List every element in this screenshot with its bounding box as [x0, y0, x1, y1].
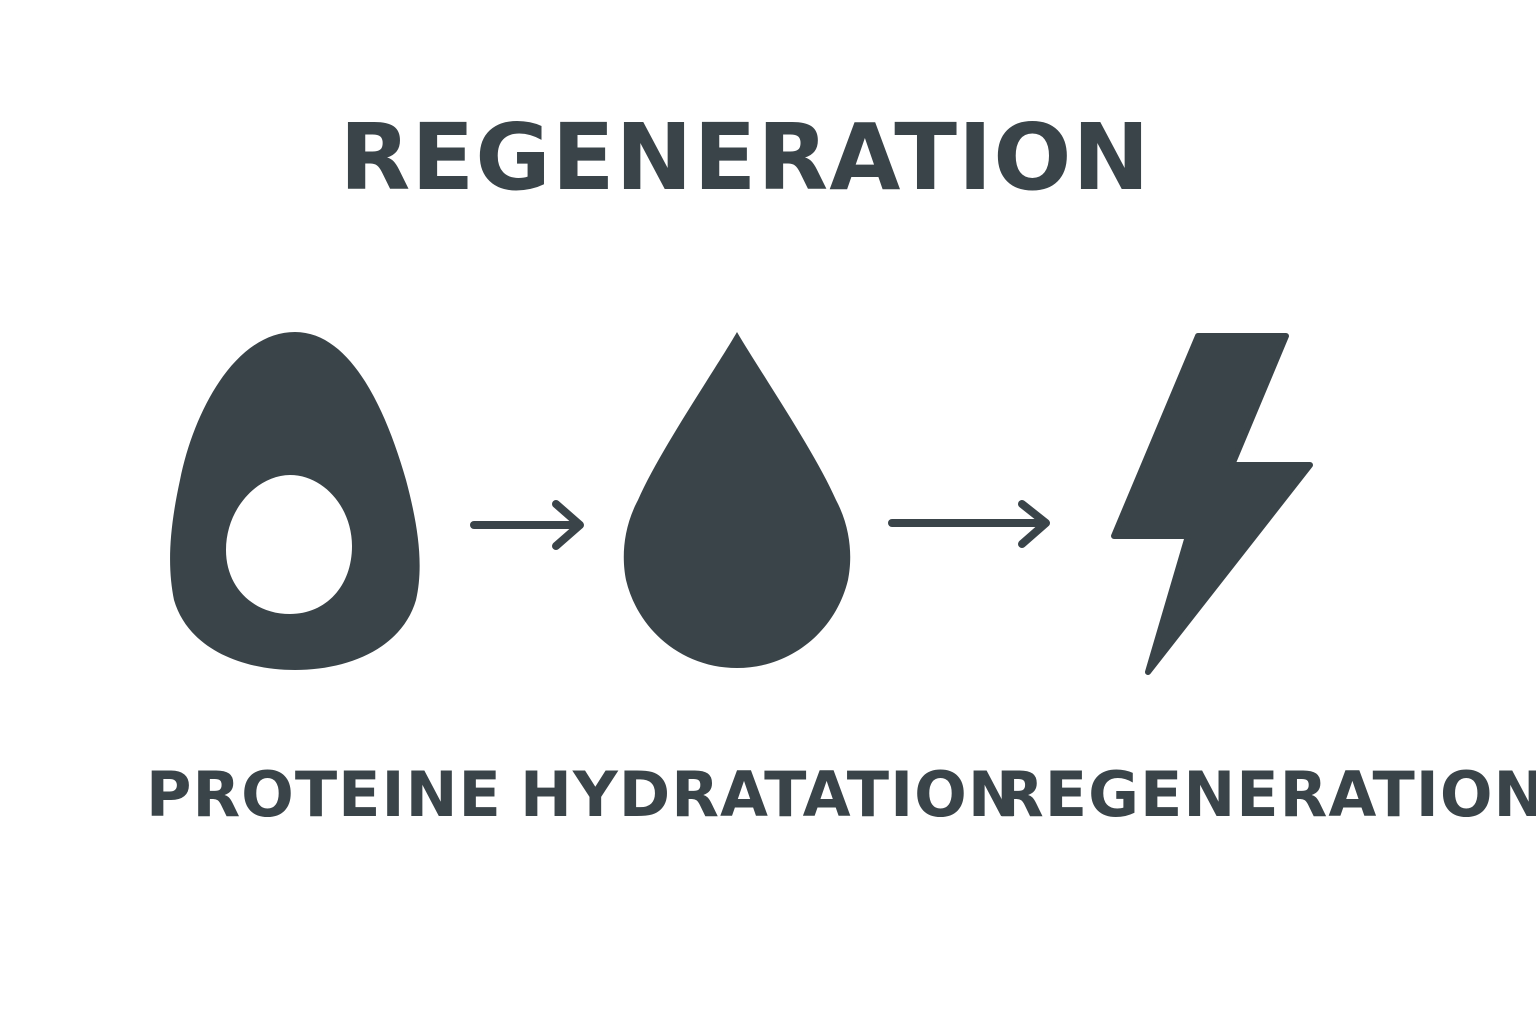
step-label-hydration: HYDRATATION: [520, 758, 1021, 831]
lightning-bolt-icon: [1106, 330, 1318, 678]
step-label-regeneration: REGENERATION: [996, 758, 1536, 831]
step-label-protein: PROTEINE: [146, 758, 502, 831]
water-drop-icon: [620, 330, 854, 670]
egg-icon: [166, 330, 424, 672]
arrow-right-icon: [884, 496, 1054, 552]
arrow-right-icon: [466, 496, 588, 552]
diagram-title: REGENERATION: [339, 104, 1151, 211]
